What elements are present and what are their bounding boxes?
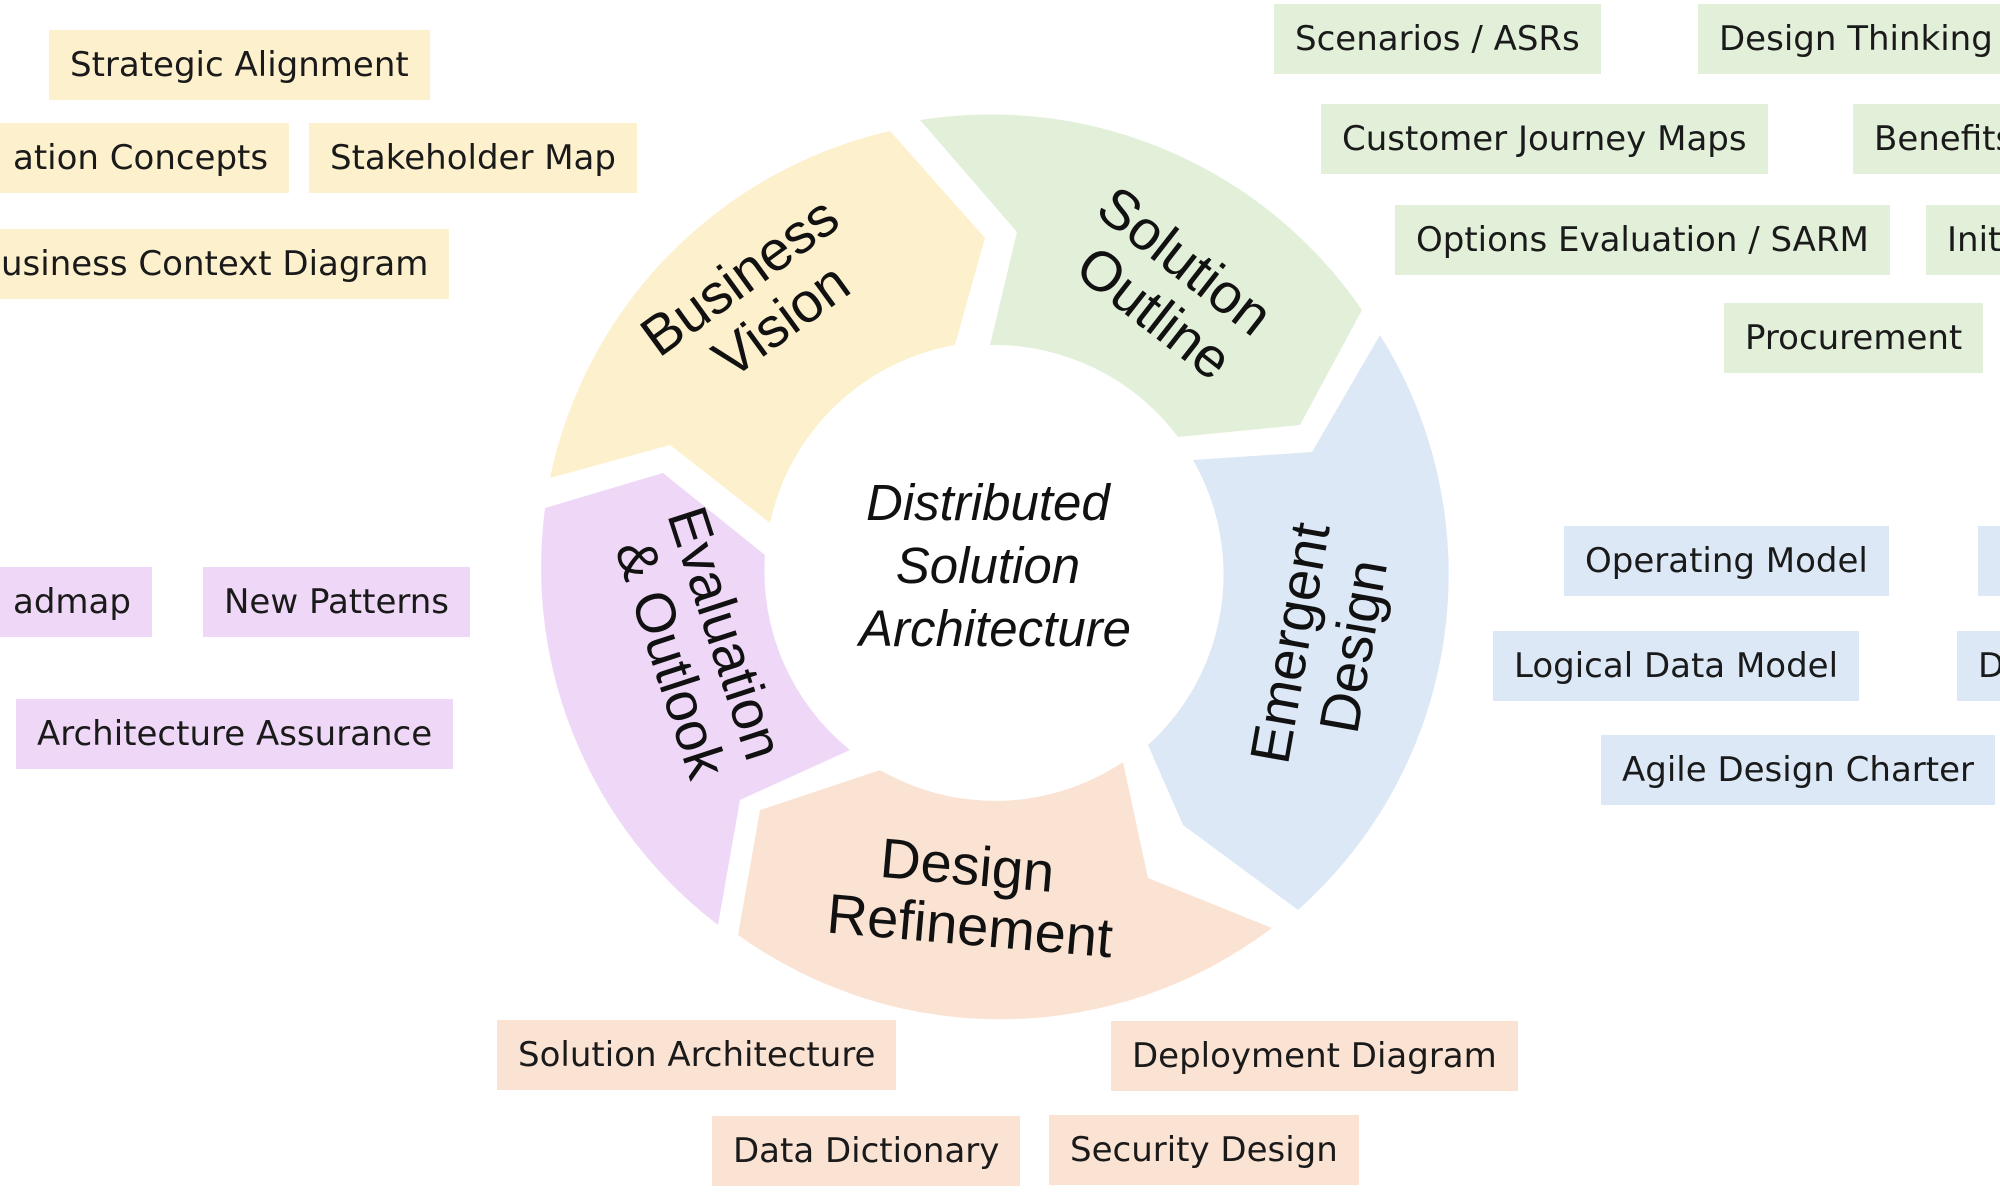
tag-stakeholder-map: Stakeholder Map bbox=[309, 123, 637, 193]
tag-logical-data-model: Logical Data Model bbox=[1493, 631, 1860, 701]
tag-d-partial: D bbox=[1957, 631, 2000, 701]
tag-benefits: Benefits bbox=[1853, 104, 2000, 174]
tag-security-design: Security Design bbox=[1049, 1115, 1359, 1185]
segment-emergent-design bbox=[1148, 335, 1449, 910]
center-title: Distributed Solution Architecture bbox=[856, 474, 1131, 657]
tag-new-patterns: New Patterns bbox=[203, 567, 471, 637]
tag-roadmap-partial: admap bbox=[0, 567, 152, 637]
segment-business-vision bbox=[550, 131, 985, 523]
tag-data-dictionary: Data Dictionary bbox=[712, 1116, 1021, 1186]
tag-procurement: Procurement bbox=[1724, 303, 1984, 373]
tag-agile-design-charter: Agile Design Charter bbox=[1601, 735, 1995, 805]
tag-deployment-diagram: Deployment Diagram bbox=[1111, 1021, 1518, 1091]
tag-customer-journey-maps: Customer Journey Maps bbox=[1321, 104, 1768, 174]
tag-strategic-alignment: Strategic Alignment bbox=[49, 30, 430, 100]
segment-evaluation-outlook bbox=[541, 473, 850, 925]
segment-design-refinement bbox=[738, 762, 1272, 1020]
tag-scenarios-asrs: Scenarios / ASRs bbox=[1274, 4, 1601, 74]
tag-ation-concepts: ation Concepts bbox=[0, 123, 290, 193]
tag-init: Init bbox=[1926, 205, 2000, 275]
tag-design-thinking: Design Thinking / bbox=[1698, 4, 2000, 74]
tag-solution-architecture: Solution Architecture bbox=[497, 1020, 897, 1090]
tag-blue-partial-top bbox=[1978, 526, 2000, 596]
segment-solution-outline bbox=[920, 114, 1362, 437]
segment-design-refinement-label: Design Refinement bbox=[825, 822, 1121, 970]
tag-business-context-diagram: usiness Context Diagram bbox=[0, 229, 450, 299]
tag-operating-model: Operating Model bbox=[1564, 526, 1889, 596]
tag-options-evaluation-sarm: Options Evaluation / SARM bbox=[1395, 205, 1890, 275]
tag-architecture-assurance: Architecture Assurance bbox=[16, 699, 454, 769]
